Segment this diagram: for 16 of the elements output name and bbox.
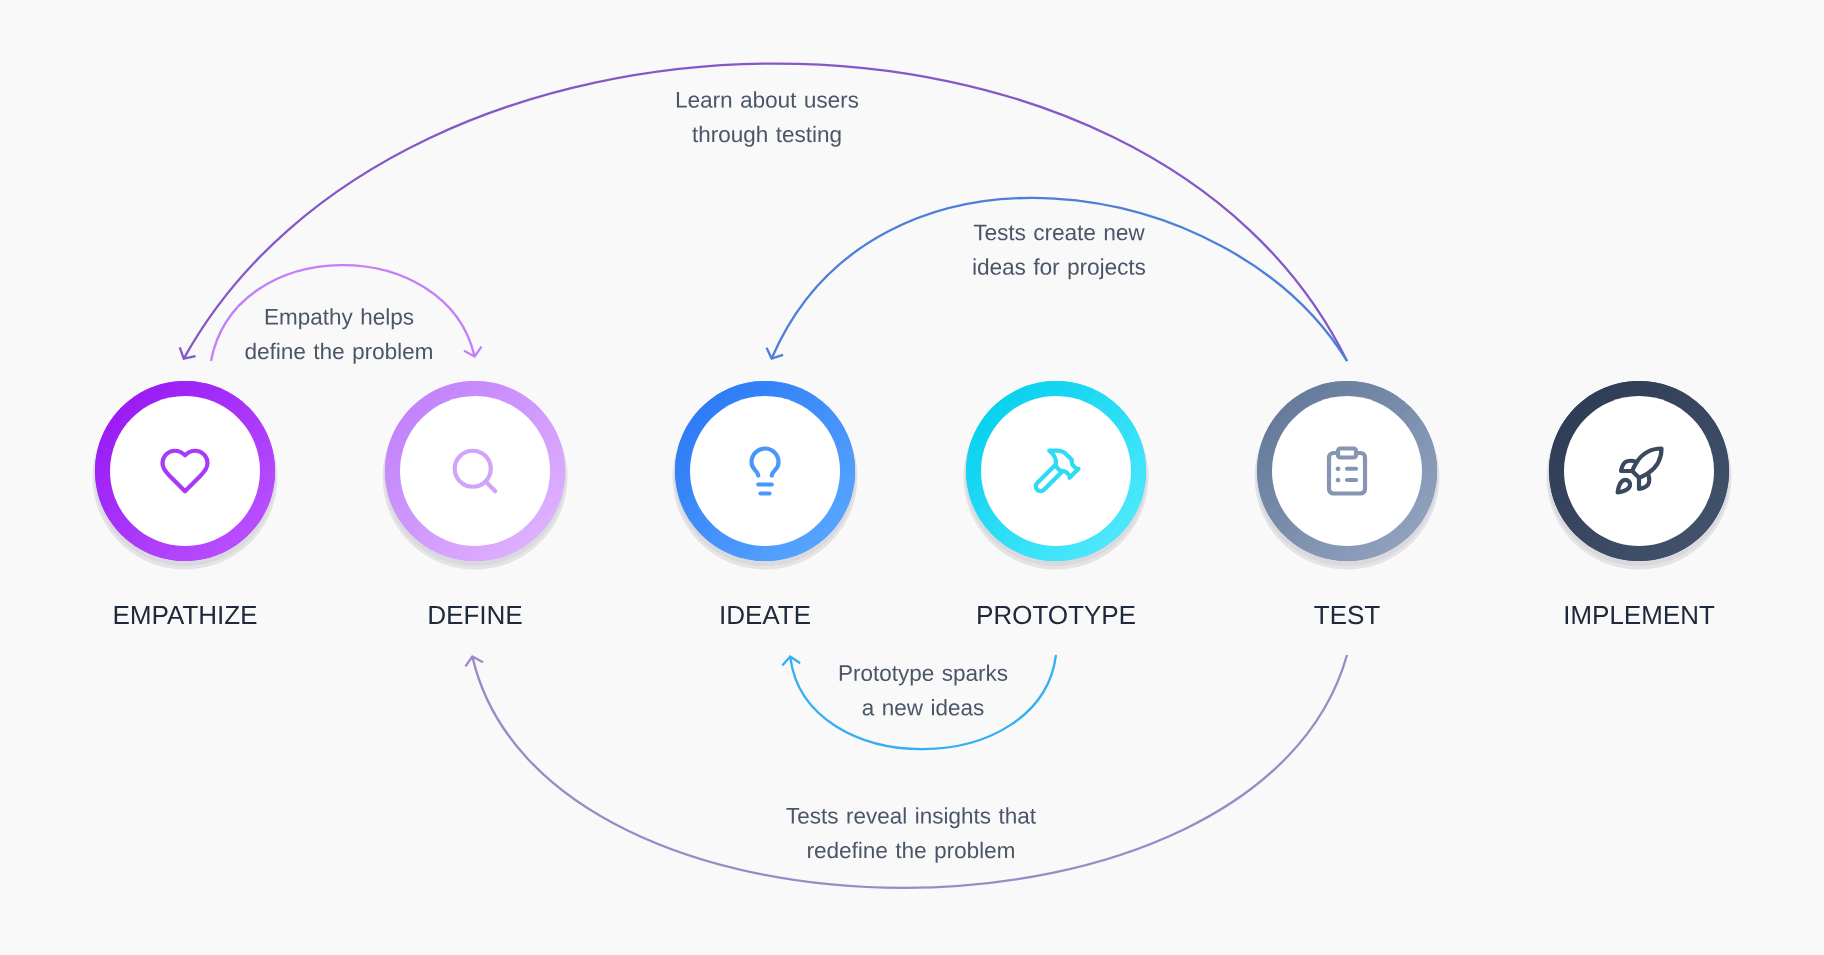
stage-label: TEST	[1314, 605, 1380, 625]
curved-arrow	[209, 264, 483, 362]
curved-arrow	[781, 654, 1058, 751]
edge-label: Learn about users through testing	[666, 90, 868, 148]
curved-arrow	[464, 654, 1349, 889]
curved-arrow	[178, 62, 1348, 362]
edge-label: Prototype sparks a new ideas	[833, 663, 1013, 717]
stage-label: IDEATE	[721, 606, 810, 624]
edge-label: Tests reveal insights that redefine the problem	[780, 806, 1042, 864]
edge-label: Tests create new ideas for projects	[958, 223, 1160, 281]
curved-arrow	[765, 197, 1348, 362]
edge-label: Empathy helps define the problem	[238, 307, 440, 365]
stage-label: DEFINE	[429, 606, 522, 624]
stage-label: IMPLEMENT	[1565, 606, 1715, 624]
stage-label: EMPATHIZE	[114, 606, 257, 624]
stage-label: PROTOTYPE	[978, 605, 1135, 625]
